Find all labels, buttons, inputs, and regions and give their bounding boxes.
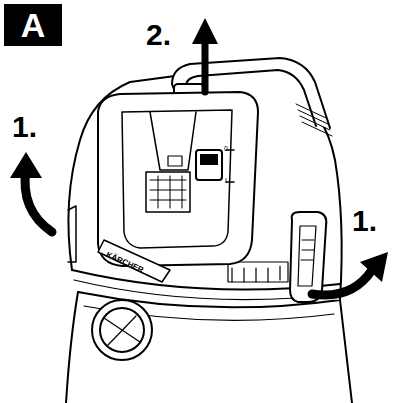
step-number: 1.: [12, 112, 37, 142]
step-number: 2.: [146, 20, 171, 50]
tag-letter: A: [21, 8, 46, 42]
switch-mark: I: [225, 177, 227, 184]
step-number: 1.: [352, 206, 377, 236]
figure-tag: A: [4, 4, 62, 46]
switch-mark: 0: [224, 145, 228, 152]
